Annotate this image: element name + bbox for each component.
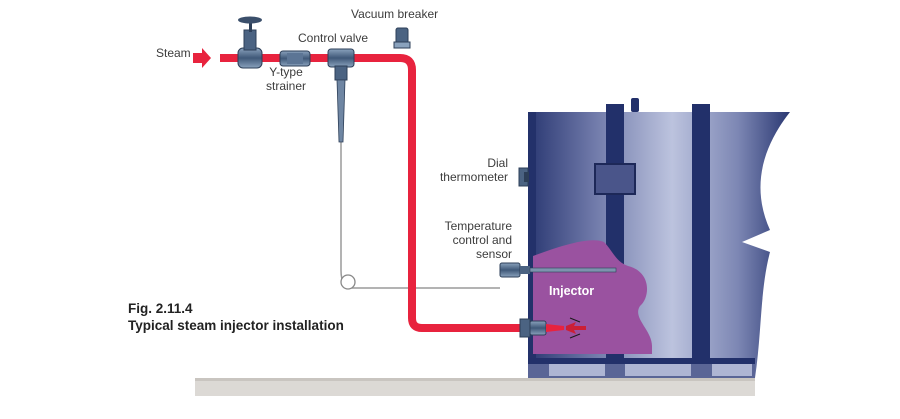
- temperature-control-label-line3: sensor: [475, 247, 512, 261]
- steam-pipe: [220, 54, 522, 332]
- dial-thermometer-label: Dial thermometer: [420, 156, 508, 184]
- control-valve-icon: [327, 48, 355, 143]
- vacuum-breaker-label: Vacuum breaker: [351, 7, 439, 21]
- temperature-control-label-line2: control and: [452, 233, 512, 247]
- steam-label: Steam: [156, 46, 191, 60]
- y-strainer-label-line1: Y-type: [269, 65, 303, 79]
- dial-thermometer-label-line1: Dial: [487, 156, 508, 170]
- steam-inlet-arrow: [193, 48, 211, 68]
- vacuum-breaker-icon: [393, 27, 411, 49]
- figure-number: Fig. 2.11.4: [128, 301, 193, 316]
- temperature-sensor-icon: [499, 262, 617, 278]
- figure-caption: Fig. 2.11.4 Typical steam injector insta…: [128, 300, 344, 334]
- stop-valve-icon: [237, 16, 263, 69]
- y-strainer-label: Y-type strainer: [261, 65, 311, 93]
- y-strainer-label-line2: strainer: [265, 79, 306, 93]
- control-valve-label: Control valve: [298, 31, 369, 45]
- figure-title: Typical steam injector installation: [128, 318, 344, 333]
- injector-label: Injector: [549, 284, 595, 298]
- dial-thermometer-label-line2: thermometer: [439, 170, 508, 184]
- temperature-control-label: Temperature control and sensor: [420, 219, 512, 261]
- temperature-control-label-line1: Temperature: [444, 219, 512, 233]
- capillary-coil: [340, 274, 356, 290]
- steam-injector-icon: [519, 317, 586, 339]
- dial-thermometer-icon: [518, 167, 529, 187]
- floor: [195, 378, 755, 396]
- y-strainer-icon: [279, 50, 311, 67]
